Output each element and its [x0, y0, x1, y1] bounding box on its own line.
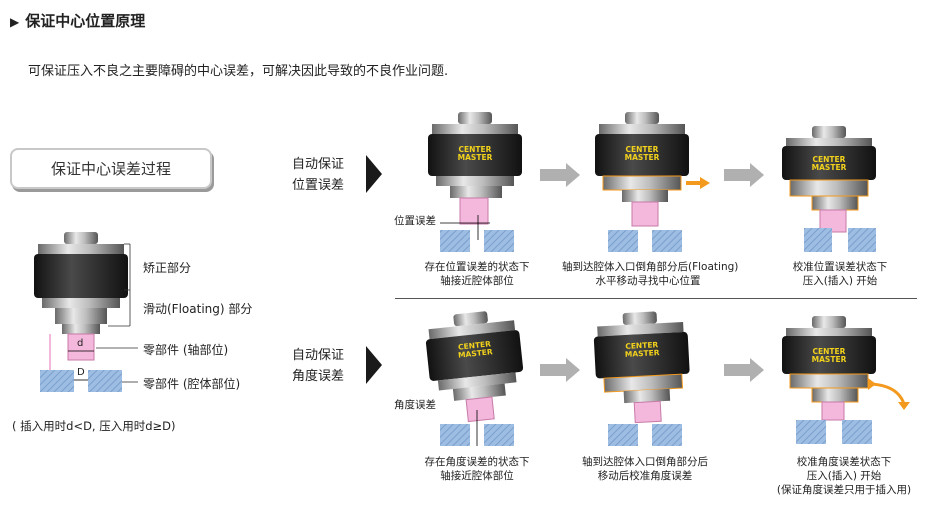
process-title-box: 保证中心误差过程 — [10, 148, 212, 189]
process-title: 保证中心误差过程 — [50, 160, 171, 178]
row-divider — [395, 298, 917, 299]
angle-error-label: 角度误差 — [394, 399, 436, 411]
row2-step2-caption: 轴到达腔体入口倒角部分后移动后校准角度误差 — [582, 456, 708, 482]
row2-step3-caption: 校准角度误差状态下压入(插入) 开始(保证角度误差只用于插入用) — [776, 456, 912, 496]
page-title-text: 保证中心位置原理 — [25, 12, 146, 30]
row1-device-3 — [782, 126, 876, 252]
step-arrow-icon — [540, 358, 580, 382]
row2-label-line2: 角度误差 — [292, 369, 345, 384]
row2-device-2 — [593, 311, 690, 424]
label-floating: 滑动(Floating) 部分 — [143, 302, 253, 316]
row2-device-1 — [425, 311, 524, 423]
row2-device-3 — [782, 316, 876, 444]
row1-step1-caption: 存在位置误差的状态下轴接近腔体部位 — [424, 261, 530, 287]
step-arrow-icon — [540, 163, 580, 187]
row1-device-2 — [595, 112, 689, 252]
position-error-label: 位置误差 — [394, 215, 436, 227]
label-cavity: 零部件 (腔体部位) — [143, 377, 241, 391]
row1-step2-caption: 轴到达腔体入口倒角部分后(Floating)水平移动寻找中心位置 — [562, 261, 739, 287]
row2-label-line1: 自动保证 — [292, 348, 345, 363]
row2-label: 自动保证 角度误差 — [292, 345, 344, 387]
triangle-bullet-icon: ▶ — [10, 15, 20, 29]
label-correction: 矫正部分 — [143, 261, 192, 275]
step-arrow-icon — [724, 163, 764, 187]
row1-label-line1: 自动保证 — [292, 157, 345, 172]
row2-cavity-right — [652, 424, 682, 446]
row1-label: 自动保证 位置误差 — [292, 154, 344, 196]
legend-device — [34, 232, 138, 392]
label-shaft: 零部件 (轴部位) — [143, 343, 229, 357]
intro-text: 可保证压入不良之主要障碍的中心误差，可解决因此导致的不良作业问题. — [28, 64, 449, 79]
horizontal-move-icon — [686, 177, 710, 189]
rotate-move-icon — [871, 382, 906, 405]
row1-step3-caption: 校准位置误差状态下压入(插入) 开始 — [792, 261, 888, 287]
dim-d-label: d — [77, 338, 84, 349]
row2-step1-caption: 存在角度误差的状态下轴接近腔体部位 — [424, 456, 530, 482]
step-arrow-icon — [724, 358, 764, 382]
row2-cavity-left — [608, 424, 638, 446]
row2-cavity-right — [484, 424, 514, 446]
row1-label-line2: 位置误差 — [292, 178, 345, 193]
row2-cavity-left — [440, 424, 470, 446]
page-title: ▶ 保证中心位置原理 — [10, 10, 145, 31]
row1-device-1 — [428, 112, 522, 252]
row2-pointer-icon — [366, 346, 382, 384]
usage-note: ( 插入用时d<D, 压入用时d≥D) — [12, 419, 176, 433]
dim-D-label: D — [77, 367, 85, 378]
row1-pointer-icon — [366, 155, 382, 193]
